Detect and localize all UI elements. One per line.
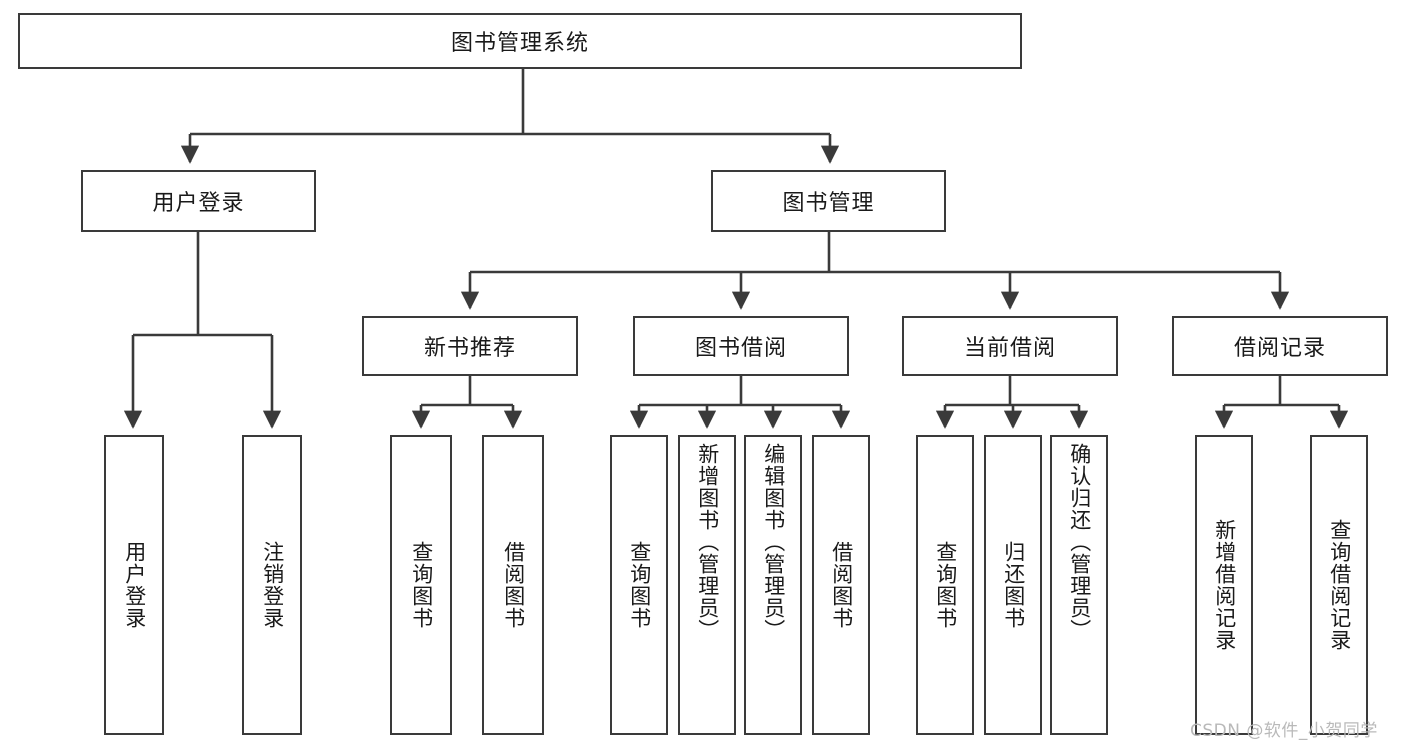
leaf-add-borrow-record-label: 新增借阅记录 (1212, 519, 1237, 651)
leaf-query-borrow-record[interactable]: 查询借阅记录 (1310, 435, 1368, 735)
leaf-query-book-1[interactable]: 查询图书 (390, 435, 452, 735)
leaf-user-logout-label: 注销登录 (260, 541, 285, 629)
leaf-query-borrow-record-label: 查询借阅记录 (1327, 519, 1352, 651)
leaf-return-book[interactable]: 归还图书 (984, 435, 1042, 735)
node-book-borrow[interactable]: 图书借阅 (633, 316, 849, 376)
node-book-borrow-label: 图书借阅 (694, 336, 787, 361)
node-borrow-record-label: 借阅记录 (1233, 336, 1326, 361)
leaf-add-book-admin[interactable]: 新增图书（管理员） (678, 435, 736, 735)
leaf-add-borrow-record[interactable]: 新增借阅记录 (1195, 435, 1253, 735)
leaf-query-book-1-label: 查询图书 (409, 541, 434, 629)
leaf-borrow-book-1-label: 借阅图书 (501, 541, 526, 629)
leaf-edit-book-admin-label: 编辑图书（管理员） (761, 443, 786, 641)
leaf-query-book-2[interactable]: 查询图书 (610, 435, 668, 735)
leaf-query-book-2-label: 查询图书 (627, 541, 652, 629)
leaf-user-login[interactable]: 用户登录 (104, 435, 164, 735)
node-user-login-label: 用户登录 (152, 191, 245, 216)
node-new-book-recommend[interactable]: 新书推荐 (362, 316, 578, 376)
leaf-borrow-book-2[interactable]: 借阅图书 (812, 435, 870, 735)
leaf-add-book-admin-label: 新增图书（管理员） (695, 443, 720, 641)
leaf-return-book-label: 归还图书 (1001, 541, 1026, 629)
node-user-login[interactable]: 用户登录 (81, 170, 316, 232)
leaf-user-login-label: 用户登录 (122, 541, 147, 629)
node-book-management-label: 图书管理 (782, 191, 875, 216)
leaf-borrow-book-1[interactable]: 借阅图书 (482, 435, 544, 735)
node-new-book-recommend-label: 新书推荐 (423, 336, 516, 361)
leaf-confirm-return-admin[interactable]: 确认归还（管理员） (1050, 435, 1108, 735)
leaf-query-book-3[interactable]: 查询图书 (916, 435, 974, 735)
node-current-borrow-label: 当前借阅 (963, 336, 1056, 361)
node-current-borrow[interactable]: 当前借阅 (902, 316, 1118, 376)
leaf-confirm-return-admin-label: 确认归还（管理员） (1067, 443, 1092, 641)
node-root[interactable]: 图书管理系统 (18, 13, 1022, 69)
leaf-borrow-book-2-label: 借阅图书 (829, 541, 854, 629)
node-borrow-record[interactable]: 借阅记录 (1172, 316, 1388, 376)
leaf-user-logout[interactable]: 注销登录 (242, 435, 302, 735)
node-root-label: 图书管理系统 (450, 31, 589, 56)
leaf-query-book-3-label: 查询图书 (933, 541, 958, 629)
node-book-management[interactable]: 图书管理 (711, 170, 946, 232)
leaf-edit-book-admin[interactable]: 编辑图书（管理员） (744, 435, 802, 735)
